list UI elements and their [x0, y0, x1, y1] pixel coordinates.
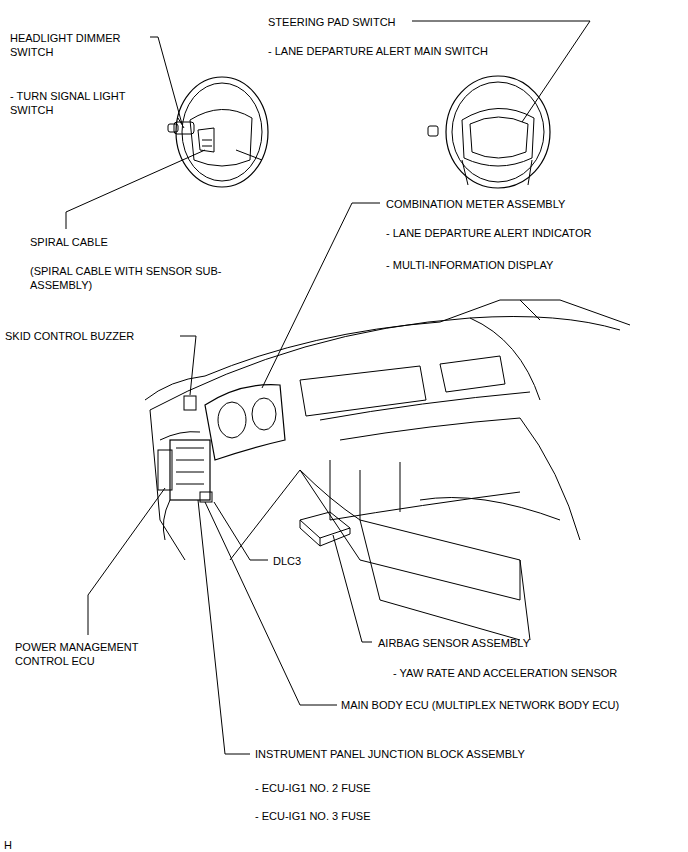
- part-label: HEADLIGHT DIMMER SWITCH: [10, 31, 150, 59]
- part-label: SPIRAL CABLE: [30, 235, 108, 249]
- instrument-panel-drawing: [145, 300, 630, 640]
- part-label: - YAW RATE AND ACCELERATION SENSOR: [393, 666, 617, 680]
- part-label: - ECU-IG1 NO. 2 FUSE: [255, 781, 371, 795]
- part-label: COMBINATION METER ASSEMBLY: [386, 197, 565, 211]
- leader-lines: [66, 21, 590, 754]
- part-label: MAIN BODY ECU (MULTIPLEX NETWORK BODY EC…: [341, 698, 619, 712]
- part-label: INSTRUMENT PANEL JUNCTION BLOCK ASSEMBLY: [255, 747, 525, 761]
- part-label: STEERING PAD SWITCH: [268, 15, 396, 29]
- part-label: - LANE DEPARTURE ALERT INDICATOR: [386, 226, 591, 240]
- part-label: DLC3: [273, 554, 301, 568]
- part-label: SKID CONTROL BUZZER: [5, 329, 134, 343]
- part-label: POWER MANAGEMENT CONTROL ECU: [15, 640, 165, 668]
- part-label: - TURN SIGNAL LIGHT SWITCH: [10, 89, 150, 117]
- part-label: - ECU-IG1 NO. 3 FUSE: [255, 809, 371, 823]
- part-label: - LANE DEPARTURE ALERT MAIN SWITCH: [268, 44, 488, 58]
- part-label: H: [4, 838, 12, 852]
- part-label: (SPIRAL CABLE WITH SENSOR SUB-ASSEMBLY): [30, 264, 235, 292]
- steering-wheel-right: [428, 76, 550, 188]
- part-label: AIRBAG SENSOR ASSEMBLY: [378, 636, 530, 650]
- part-label: - MULTI-INFORMATION DISPLAY: [386, 258, 553, 272]
- steering-wheel-left: [168, 77, 268, 187]
